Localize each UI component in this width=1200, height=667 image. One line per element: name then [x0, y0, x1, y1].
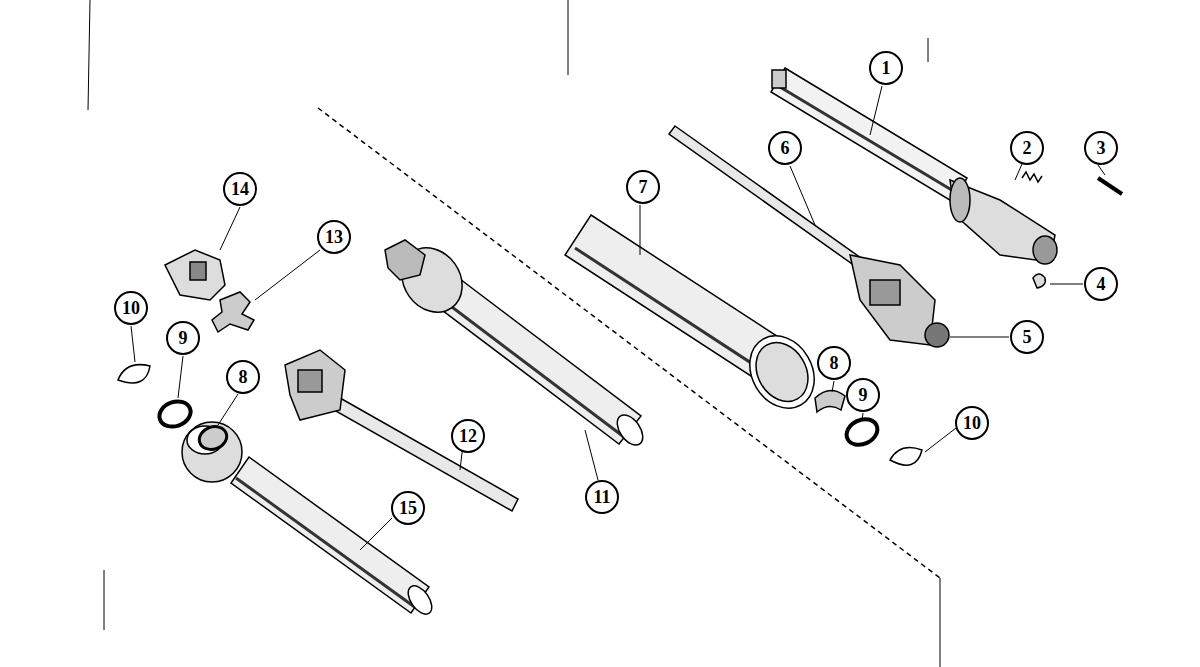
callout-circle: 11 — [585, 480, 619, 514]
callout-circle: 3 — [1084, 131, 1118, 165]
callout-number: 9 — [859, 385, 868, 406]
callout-number: 1 — [882, 58, 891, 79]
callout-number: 2 — [1023, 138, 1032, 159]
callout-number: 3 — [1097, 138, 1106, 159]
callout-number: 10 — [122, 298, 140, 319]
callout-circle: 2 — [1010, 131, 1044, 165]
callout-circle: 10 — [114, 291, 148, 325]
callout-circle: 8 — [817, 346, 851, 380]
callout-number: 13 — [325, 227, 343, 248]
callout-circle: 6 — [768, 131, 802, 165]
callout-circle: 12 — [451, 419, 485, 453]
callout-circle: 13 — [317, 220, 351, 254]
callout-number: 15 — [399, 498, 417, 519]
callout-circle: 10 — [955, 406, 989, 440]
callout-circle: 1 — [869, 51, 903, 85]
callout-circle: 14 — [223, 172, 257, 206]
callout-number: 7 — [639, 177, 648, 198]
callout-number: 5 — [1023, 327, 1032, 348]
callout-circle: 15 — [391, 491, 425, 525]
callout-number: 10 — [963, 413, 981, 434]
callout-number: 6 — [781, 138, 790, 159]
callout-circle: 7 — [626, 170, 660, 204]
callout-circle: 9 — [166, 321, 200, 355]
callout-number: 4 — [1097, 274, 1106, 295]
callout-circle: 4 — [1084, 267, 1118, 301]
callout-number: 11 — [593, 487, 610, 508]
callout-number: 14 — [231, 179, 249, 200]
callout-circle: 9 — [846, 378, 880, 412]
callout-number: 12 — [459, 426, 477, 447]
callout-number: 8 — [830, 353, 839, 374]
callout-circle: 5 — [1010, 320, 1044, 354]
callout-number: 9 — [179, 328, 188, 349]
callout-circle: 8 — [226, 360, 260, 394]
callout-number: 8 — [239, 367, 248, 388]
